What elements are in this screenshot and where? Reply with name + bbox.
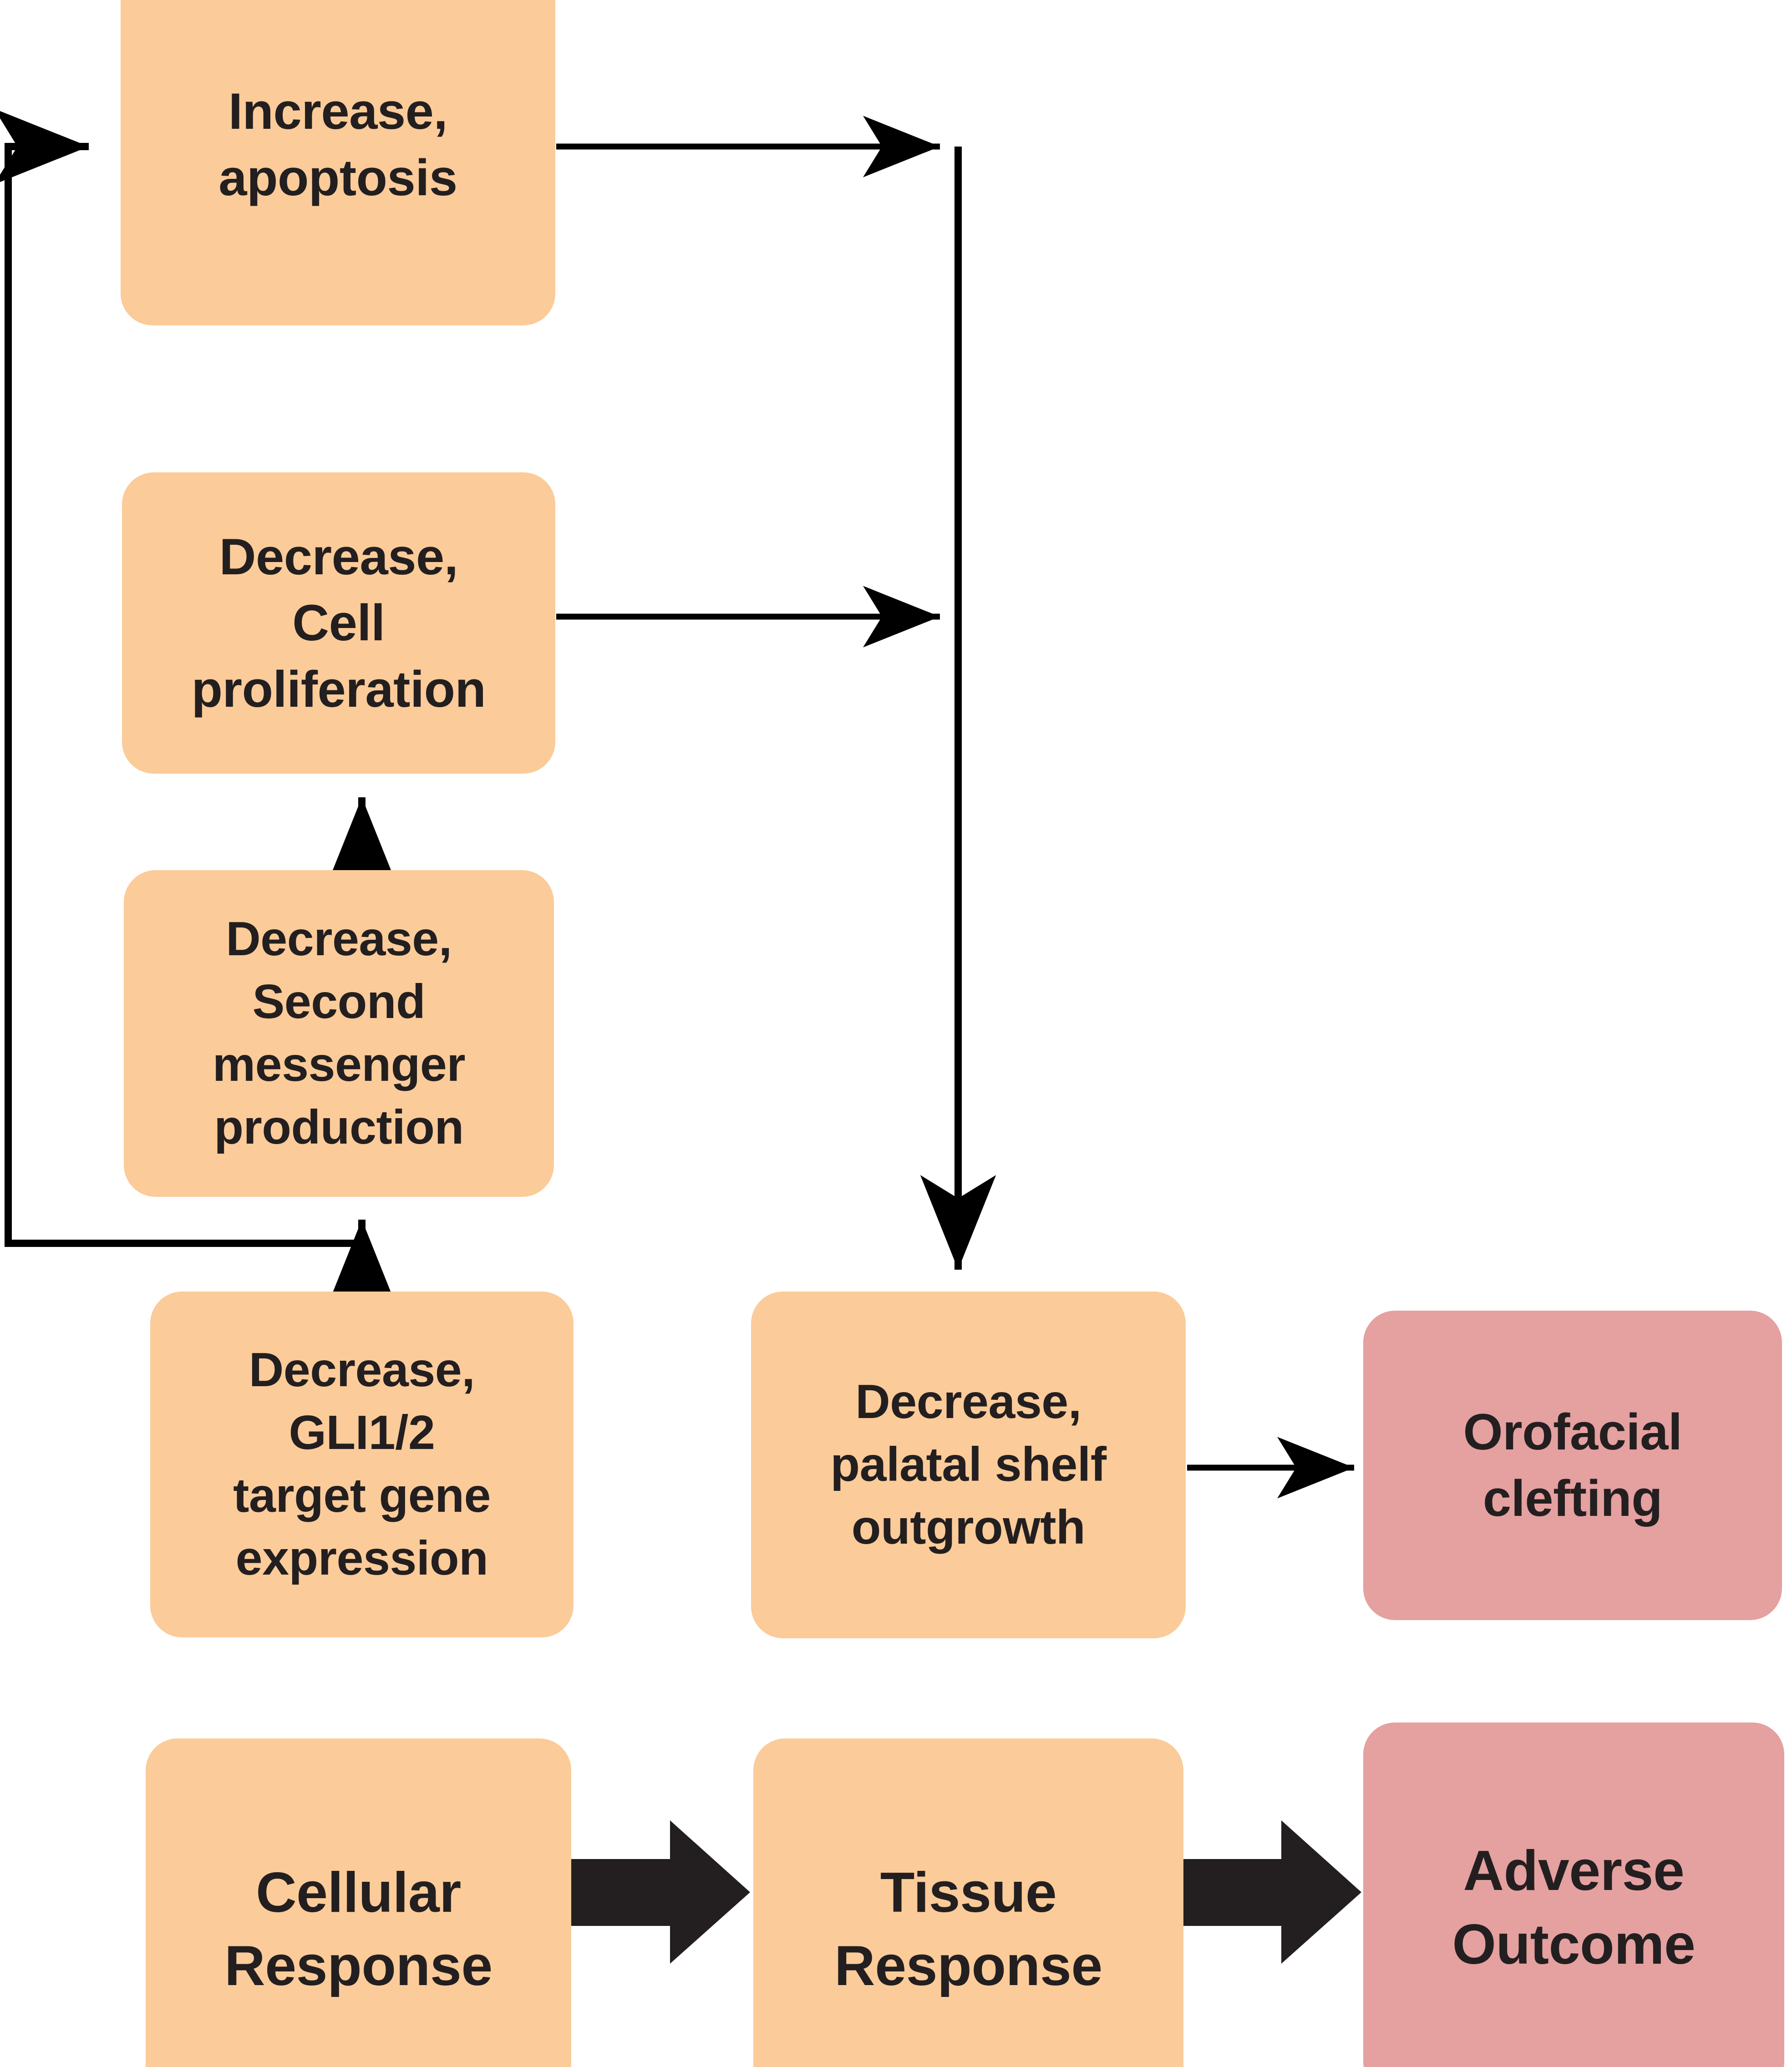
legend-arrow-cellular-to-tissue: [570, 1820, 750, 1964]
legend-label: Tissue Response: [834, 1861, 1102, 1997]
legend-tissue-response[interactable]: Tissue Response: [753, 1738, 1183, 2067]
node-decrease-cell-proliferation[interactable]: Decrease, Cell proliferation: [122, 472, 555, 774]
node-label: Decrease, palatal shelf outgrowth: [830, 1375, 1107, 1554]
legend-adverse-outcome[interactable]: Adverse Outcome: [1363, 1722, 1784, 2067]
node-decrease-gli-target-gene[interactable]: Decrease, GLI1/2 target gene expression: [150, 1292, 574, 1637]
legend-cellular-response[interactable]: Cellular Response: [146, 1738, 571, 2067]
node-increase-apoptosis[interactable]: Increase, apoptosis: [121, 0, 555, 325]
node-label: Decrease, Cell proliferation: [191, 528, 486, 718]
node-decrease-palatal-shelf[interactable]: Decrease, palatal shelf outgrowth: [751, 1292, 1186, 1638]
node-label: Decrease, Second messenger production: [212, 912, 466, 1154]
node-label: Increase, apoptosis: [218, 82, 457, 206]
node-decrease-second-messenger[interactable]: Decrease, Second messenger production: [124, 870, 554, 1197]
node-label: Decrease, GLI1/2 target gene expression: [233, 1343, 491, 1585]
legend-label: Adverse Outcome: [1452, 1839, 1696, 1976]
node-label: Orofacial clefting: [1463, 1403, 1682, 1527]
legend-arrow-tissue-to-adverse: [1181, 1820, 1361, 1964]
node-orofacial-clefting[interactable]: Orofacial clefting: [1363, 1311, 1782, 1620]
legend-label: Cellular Response: [224, 1861, 492, 1997]
